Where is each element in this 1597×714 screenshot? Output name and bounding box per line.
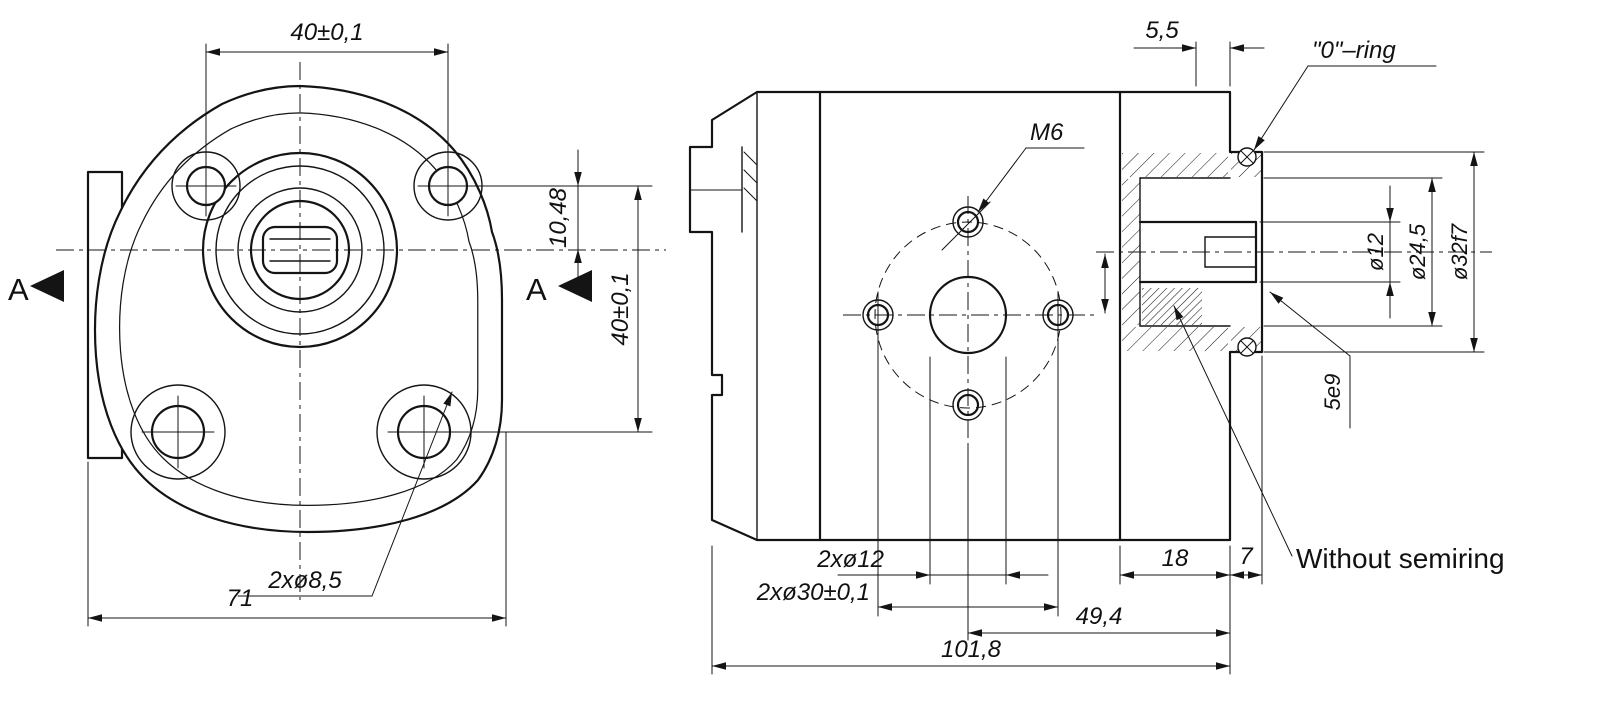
dim-text-shaft-dia: ø12 — [1363, 233, 1388, 271]
dim-text-cover: 18 — [1162, 545, 1189, 572]
section-marker-right: A — [526, 270, 592, 307]
section-marker-left: A — [8, 270, 64, 307]
dim-protrusion: 7 — [1229, 543, 1263, 579]
front-view: 40±0,1 10,48 40±0,1 71 2xø8,5 — [8, 19, 666, 627]
dim-overall-length: 101,8 — [711, 636, 1231, 670]
label-oring: "0"–ring — [1253, 37, 1437, 151]
dim-rear-length: 49,4 — [967, 603, 1231, 637]
dim-front-top-spacing: 40±0,1 — [205, 19, 449, 169]
dim-text-top-spacing: 40±0,1 — [290, 19, 363, 46]
dim-text-side-spacing: 40±0,1 — [607, 272, 634, 345]
note-text-semiring: Without semiring — [1296, 543, 1505, 574]
dim-text-offset: 10,48 — [545, 187, 572, 248]
dim-text-protrusion: 7 — [1239, 543, 1254, 570]
front-centerlines — [56, 62, 666, 600]
dim-text-bolt-spacing: 2xø30±0,1 — [756, 579, 870, 606]
label-front-holes: 2xø8,5 — [237, 391, 453, 597]
note-semiring: Without semiring — [1173, 305, 1505, 574]
side-tab-detail — [689, 146, 758, 233]
dim-front-side-spacing: 40±0,1 — [455, 185, 653, 433]
dim-cover: 18 — [1119, 545, 1231, 579]
semiring-pocket-hatch — [1142, 288, 1202, 325]
section-arrow-right-icon — [558, 270, 592, 302]
section-arrow-left-icon — [30, 270, 64, 302]
oring-bottom-icon — [1237, 337, 1257, 357]
dim-shaft-diameters: ø12 ø24,5 ø32f7 — [1259, 151, 1485, 353]
side-body-joints — [756, 90, 1122, 542]
label-text-key: 5e9 — [1320, 374, 1345, 411]
dim-text-rear-length: 49,4 — [1076, 603, 1123, 630]
port-pattern — [843, 196, 1094, 447]
dim-groove: 5,5 — [1133, 17, 1265, 87]
section-letter-left: A — [8, 272, 29, 307]
dim-text-overall-length: 101,8 — [941, 636, 1002, 663]
side-view: M6 "0"–ring 5,5 — [688, 17, 1505, 675]
label-key: 5e9 — [1269, 291, 1351, 429]
dim-ports: 2xø12 — [816, 546, 1049, 579]
label-text-front-holes: 2xø8,5 — [267, 567, 342, 594]
label-thread: M6 — [941, 119, 1085, 251]
dim-text-groove: 5,5 — [1145, 17, 1179, 44]
section-letter-right: A — [526, 272, 547, 307]
dim-front-width: 71 — [87, 431, 507, 627]
front-inner-contour — [118, 112, 479, 506]
dim-text-ports: 2xø12 — [816, 546, 884, 573]
label-text-thread: M6 — [1030, 119, 1064, 146]
front-hole-bosses — [130, 151, 483, 480]
label-text-oring: "0"–ring — [1312, 37, 1396, 64]
front-mounting-holes — [141, 155, 479, 469]
oring-top-icon — [1237, 147, 1257, 167]
dim-text-spigot-dia: ø32f7 — [1447, 223, 1472, 280]
dim-text-width: 71 — [227, 585, 254, 612]
dim-bolt-spacing: 2xø30±0,1 — [756, 579, 1059, 611]
dim-text-pilot-dia: ø24,5 — [1405, 223, 1430, 280]
